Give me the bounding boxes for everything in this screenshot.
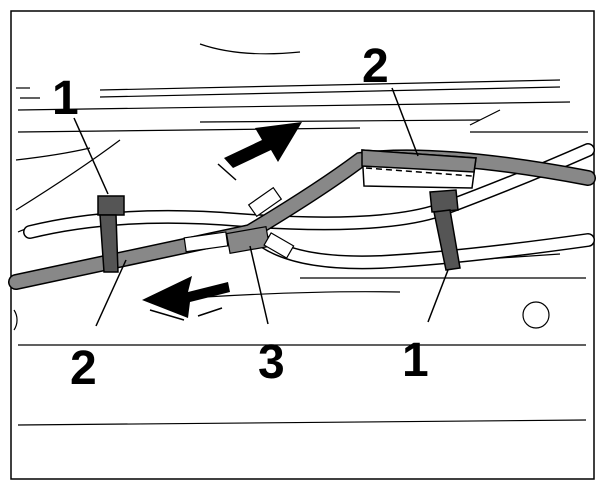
callout-clip-left: 1 bbox=[52, 72, 79, 125]
contour-line-a bbox=[99, 79, 561, 91]
leader-connector bbox=[249, 245, 269, 325]
leader-lines bbox=[73, 87, 449, 327]
leader-hose-bottom bbox=[95, 259, 127, 327]
callout-connector: 3 bbox=[258, 336, 285, 389]
contour-line-b bbox=[99, 86, 561, 98]
leader-clip-right bbox=[427, 269, 449, 323]
hose-clip-left bbox=[97, 195, 125, 273]
connectors bbox=[183, 186, 295, 259]
connector-left bbox=[183, 231, 229, 253]
contour-line-d bbox=[17, 127, 361, 133]
leader-hose-top bbox=[391, 87, 419, 157]
leader-clip-left bbox=[73, 117, 109, 195]
contour-left-curve-2 bbox=[15, 139, 121, 211]
contour-line-e bbox=[199, 119, 481, 123]
callout-clip-right: 1 bbox=[402, 334, 429, 387]
contour-line-k bbox=[17, 419, 587, 426]
contour-line-c bbox=[17, 101, 571, 111]
connector-3 bbox=[225, 225, 271, 255]
hose-sleeve bbox=[361, 149, 477, 189]
mount-hole-right bbox=[522, 301, 550, 329]
callout-hose-bottom: 2 bbox=[70, 342, 97, 395]
connector-lower bbox=[263, 232, 295, 259]
connector-upper bbox=[247, 186, 283, 218]
callout-hose-top: 2 bbox=[362, 40, 389, 93]
contour-left-curve-1 bbox=[15, 147, 91, 161]
arrow-down-left-icon bbox=[142, 276, 230, 321]
thin-hose bbox=[23, 143, 595, 270]
mount-hole-left bbox=[13, 309, 18, 331]
background-contours bbox=[13, 43, 588, 426]
contour-line-f bbox=[469, 109, 501, 126]
hose-clip-right bbox=[429, 189, 461, 271]
arrow-up-right-icon bbox=[217, 122, 302, 181]
contour-top-arc bbox=[199, 43, 301, 55]
